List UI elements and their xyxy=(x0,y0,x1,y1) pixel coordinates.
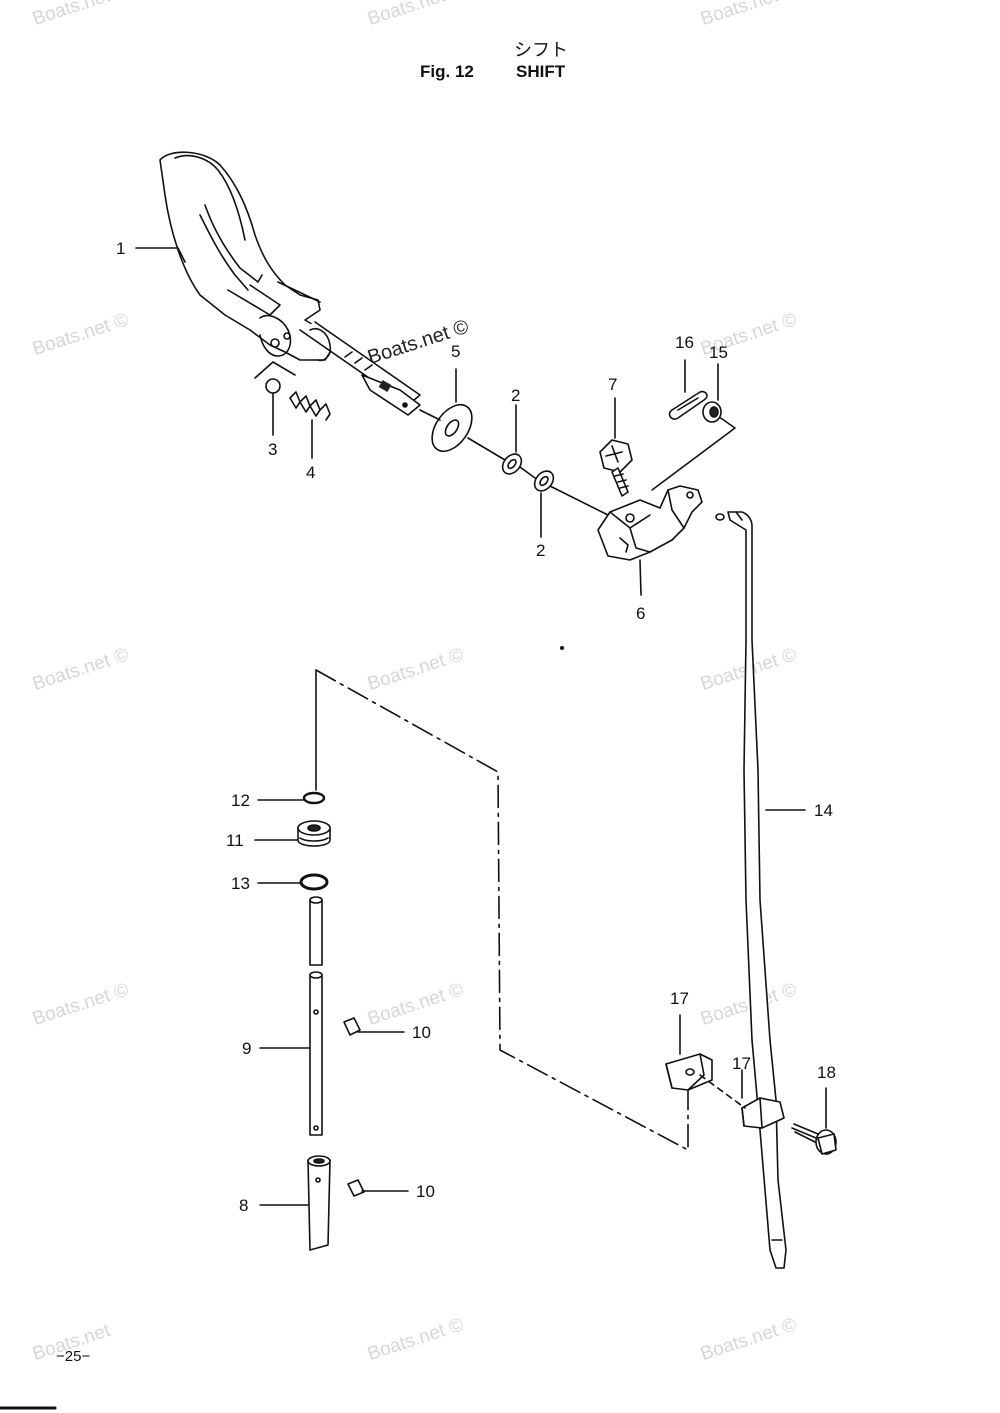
part-10-pin-lower xyxy=(347,1179,409,1197)
part-16-clip xyxy=(668,359,708,420)
part-8-shift-rod-lower xyxy=(259,1155,331,1251)
part-12-o-ring xyxy=(257,791,326,805)
part-3-4-bracket-line xyxy=(254,361,296,379)
part-2-washer-lower xyxy=(533,470,555,538)
callout-2: 2 xyxy=(511,386,521,405)
callout-16: 16 xyxy=(675,333,694,352)
callout-4: 4 xyxy=(306,463,316,482)
figure-number: Fig. 12 xyxy=(420,62,474,81)
part-3-ball xyxy=(265,378,281,394)
part-1-shift-lever xyxy=(159,151,421,416)
callout-2: 2 xyxy=(536,541,546,560)
part-17-clamp xyxy=(665,1014,713,1091)
part-5-washer xyxy=(431,368,473,452)
part-13-snap-ring xyxy=(257,873,329,891)
callout-17: 17 xyxy=(732,1054,751,1073)
part-9-upper-rod xyxy=(309,899,323,966)
callout-9: 9 xyxy=(242,1039,252,1058)
callout-1: 1 xyxy=(116,239,126,258)
part-9-shift-rod xyxy=(259,971,323,1136)
callout-8: 8 xyxy=(239,1196,249,1215)
callout-15: 15 xyxy=(709,343,728,362)
title-japanese: シフト xyxy=(514,40,568,60)
callout-5: 5 xyxy=(451,342,461,361)
part-2-washer-upper xyxy=(501,404,523,475)
callout-3: 3 xyxy=(268,440,278,459)
part-17-clamp-on-rod xyxy=(741,1069,785,1129)
callout-17: 17 xyxy=(670,989,689,1008)
part-7-bolt xyxy=(599,397,633,497)
part-6-shift-arm xyxy=(597,485,703,596)
callout-18: 18 xyxy=(817,1063,836,1082)
figure-title: SHIFT xyxy=(516,62,566,81)
part-15-grommet xyxy=(702,363,722,423)
page-number: −25− xyxy=(56,1348,91,1365)
callout-10: 10 xyxy=(416,1182,435,1201)
part-10-pin-upper xyxy=(343,1017,405,1036)
part-4-spring xyxy=(289,391,331,459)
callout-13: 13 xyxy=(231,874,250,893)
callout-11: 11 xyxy=(226,831,244,850)
callout-7: 7 xyxy=(608,375,618,394)
callout-6: 6 xyxy=(636,604,646,623)
callout-14: 14 xyxy=(814,801,833,820)
part-11-bushing xyxy=(254,820,331,847)
callout-12: 12 xyxy=(231,791,250,810)
part-18-bolt xyxy=(791,1087,837,1155)
part-14-shift-rod xyxy=(727,511,806,1269)
callout-10: 10 xyxy=(412,1023,431,1042)
part-1-leader xyxy=(135,247,186,263)
